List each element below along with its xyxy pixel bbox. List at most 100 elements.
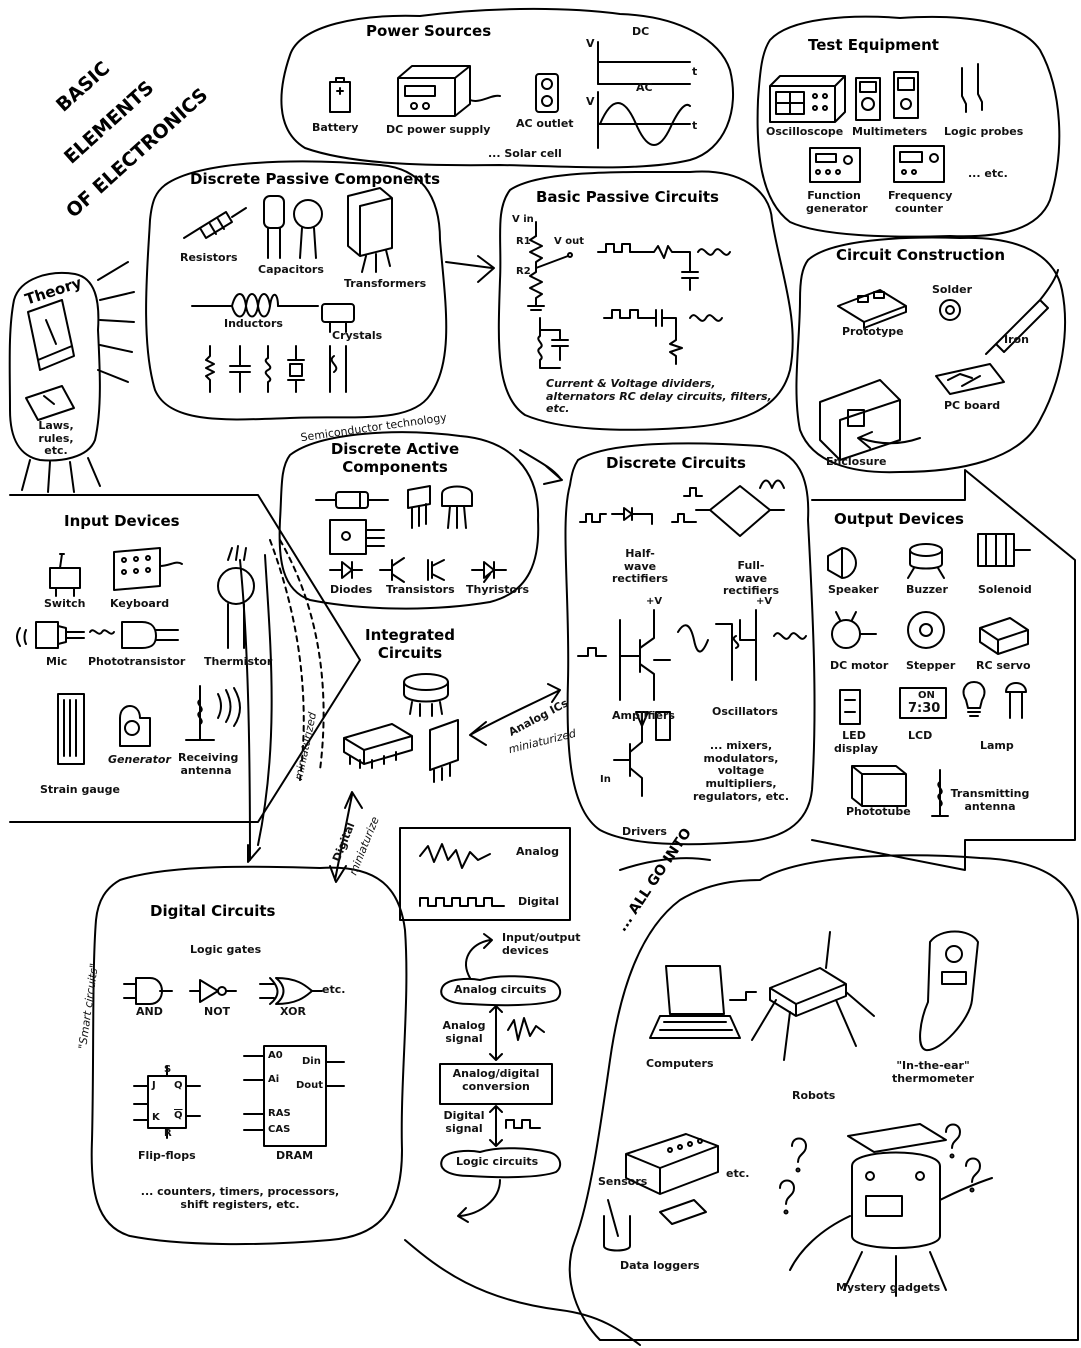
- stepper-label: Stepper: [906, 660, 955, 673]
- transistor-package-icon: [408, 486, 472, 528]
- passive-components-title: Discrete Passive Components: [190, 170, 440, 188]
- flip-flops-label: Flip-flops: [138, 1150, 196, 1163]
- analog-signal-wave: [508, 1018, 544, 1040]
- digital-circuits-title: Digital Circuits: [150, 902, 276, 920]
- pc-board-label: PC board: [944, 400, 1000, 413]
- digital-footer: ... counters, timers, processors, shift …: [140, 1186, 340, 1211]
- flow-bottom-curve: [405, 1240, 640, 1345]
- active-components-title: Discrete Active Components: [328, 440, 462, 476]
- transformer-icon: [348, 188, 392, 272]
- solar-cell-label: ... Solar cell: [488, 148, 562, 161]
- graph-v-label-1: V: [586, 38, 595, 51]
- oscillator-schematic: [716, 610, 806, 680]
- diode-component-icon: [316, 492, 388, 508]
- dram-label: DRAM: [276, 1150, 313, 1163]
- apps-etc-label: etc.: [726, 1168, 749, 1181]
- and-gate-icon: [124, 978, 172, 1004]
- in-label: In: [600, 774, 611, 786]
- inductors-label: Inductors: [224, 318, 283, 331]
- function-generator-label: Function generator: [806, 190, 862, 215]
- ff-s-label: S: [164, 1064, 171, 1076]
- graph-t-label-2: t: [692, 120, 697, 133]
- dashed-lines: [270, 540, 324, 780]
- mic-icon: [17, 622, 84, 648]
- ff-r-label: R: [164, 1128, 172, 1140]
- arrow-passive-to-circuits: [446, 256, 494, 282]
- mystery-gadget-icon: [790, 1124, 992, 1296]
- generator-label: Generator: [108, 754, 171, 767]
- vin-label: V in: [512, 214, 534, 226]
- analog-signal-label: Analog: [516, 846, 559, 859]
- output-devices-title: Output Devices: [834, 510, 964, 528]
- ac-outlet-icon: [536, 74, 558, 112]
- capacitors-icon: [264, 196, 322, 258]
- dc-motor-label: DC motor: [830, 660, 888, 673]
- analog-circuits-label: Analog circuits: [454, 984, 546, 997]
- switch-label: Switch: [44, 598, 85, 611]
- ac-outlet-label: AC outlet: [516, 118, 574, 131]
- gates-etc-label: etc.: [322, 984, 345, 997]
- rc-servo-label: RC servo: [976, 660, 1031, 673]
- dram-ai-label: Ai: [268, 1074, 279, 1086]
- prototype-board-icon: [838, 290, 906, 328]
- computer-icon: [650, 966, 756, 1038]
- crystal-icon: [322, 304, 354, 332]
- phototube-icon: [852, 766, 906, 806]
- question-marks: [780, 1125, 980, 1214]
- ff-q-label: Q: [174, 1080, 183, 1092]
- logic-probes-icon: [962, 64, 982, 112]
- drivers-label: Drivers: [622, 826, 667, 839]
- dram-din-label: Din: [302, 1056, 321, 1068]
- strain-gauge-icon: [58, 694, 84, 764]
- solenoid-label: Solenoid: [978, 584, 1032, 597]
- ic-dip-icon: [344, 724, 412, 768]
- full-wave-rectifier-schematic: [684, 481, 784, 537]
- io-devices-label: Input/output devices: [502, 932, 582, 957]
- r1-label: R1: [516, 236, 531, 248]
- construction-title: Circuit Construction: [836, 246, 1005, 264]
- graph-ac-label: AC: [636, 82, 653, 95]
- power-sources-title: Power Sources: [366, 22, 491, 40]
- law-sheet-icon: [26, 386, 74, 420]
- frequency-counter-label: Frequency counter: [888, 190, 950, 215]
- graph-dc-label: DC: [632, 26, 649, 39]
- phototransistor-icon: [90, 622, 178, 648]
- not-gate-icon: [190, 980, 236, 1002]
- led-display-label: LED display: [834, 730, 874, 755]
- graph-v-label-2: V: [586, 96, 595, 109]
- half-wave-label: Half-wave rectifiers: [612, 548, 668, 586]
- dram-ras-label: RAS: [268, 1108, 291, 1120]
- crystals-label: Crystals: [332, 330, 382, 343]
- amplifier-schematic: [578, 610, 708, 700]
- ff-j-label: J: [152, 1080, 156, 1092]
- half-wave-rectifier-schematic: [580, 508, 696, 524]
- r2-label: R2: [516, 266, 531, 278]
- solder-spool-icon: [940, 300, 960, 320]
- sensors-label: Sensors: [598, 1176, 647, 1189]
- battery-icon: [330, 78, 350, 112]
- transformers-label: Transformers: [344, 278, 426, 291]
- discrete-circuits-title: Discrete Circuits: [606, 454, 746, 472]
- strain-gauge-label: Strain gauge: [40, 784, 120, 797]
- ic-sip-icon: [430, 720, 458, 782]
- logic-circuits-label: Logic circuits: [456, 1156, 538, 1169]
- transistors-label: Transistors: [386, 584, 455, 597]
- ic-can-icon: [404, 674, 448, 716]
- enclosure-icon: [820, 380, 900, 460]
- oscilloscope-label: Oscilloscope: [766, 126, 843, 139]
- lowpass-filter-schematic: [598, 244, 730, 290]
- function-generator-icon: [810, 148, 860, 182]
- lamp-label: Lamp: [980, 740, 1014, 753]
- receiving-antenna-icon: [186, 686, 240, 740]
- plus-v-label-2: +V: [756, 596, 772, 608]
- logic-gates-label: Logic gates: [190, 944, 261, 957]
- logic-probes-label: Logic probes: [944, 126, 1023, 139]
- data-loggers-label: Data loggers: [620, 1260, 700, 1273]
- multimeters-icon: [856, 72, 918, 120]
- robot-icon: [752, 932, 874, 1060]
- battery-label: Battery: [312, 122, 358, 135]
- phototube-label: Phototube: [846, 806, 911, 819]
- transmitting-antenna-label: Transmitting antenna: [950, 788, 1030, 813]
- full-wave-label: Full-wave rectifiers: [722, 560, 780, 598]
